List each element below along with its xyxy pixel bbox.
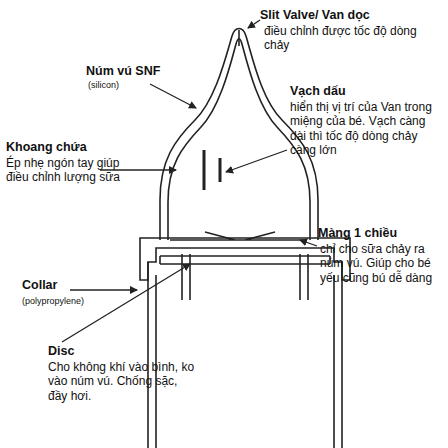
nipple-inner-wall	[168, 39, 310, 240]
leader-arrow	[248, 20, 260, 28]
part-name: Khoang chứa	[6, 140, 126, 155]
flow-mark	[204, 150, 220, 190]
part-note: điều chỉnh được tốc độ dòng chảy	[264, 24, 434, 53]
part-note: chỉ cho sữa chảy ra núm vú. Giúp cho bé …	[320, 242, 444, 285]
collar	[140, 238, 350, 280]
part-name: Slit Valve/ Van dọc	[260, 8, 444, 23]
leader-arrow	[150, 84, 196, 108]
collar-thread	[182, 254, 308, 300]
part-note: Ép nhẹ ngón tay giúp điều chỉnh lượng sữ…	[6, 156, 126, 185]
part-note: (polypropylene)	[22, 296, 112, 307]
bottle-wall	[148, 262, 342, 448]
leader-arrow	[226, 150, 287, 172]
leader-arrow	[70, 289, 137, 290]
part-note: Cho không khí vào bình, ko vào núm vú. C…	[48, 360, 198, 403]
part-name: Màng 1 chiều	[318, 226, 444, 241]
disc	[160, 256, 330, 264]
part-note: (silicon)	[88, 80, 168, 91]
part-name: Disc	[48, 344, 128, 359]
part-name: Vạch dấu	[290, 84, 442, 99]
part-note: hiển thị vị trí của Van trong miệng của …	[290, 100, 442, 158]
part-name: Collar	[22, 278, 102, 293]
slit-valve	[238, 30, 240, 46]
leader-arrow	[300, 240, 317, 246]
part-name: Núm vú SNF	[86, 64, 196, 79]
